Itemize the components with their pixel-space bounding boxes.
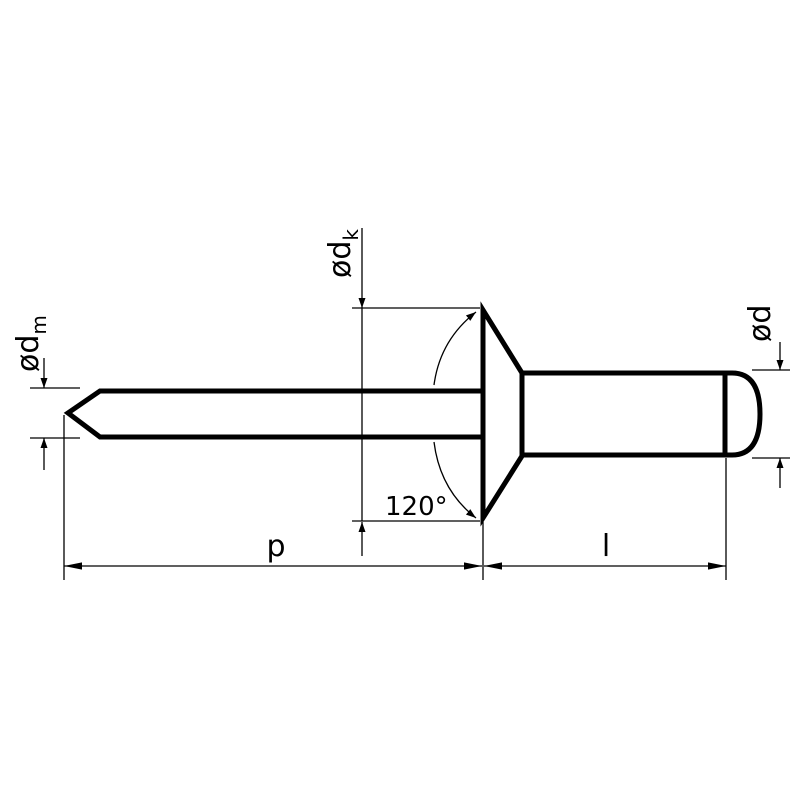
label-dk: ødk	[323, 229, 363, 278]
mandrel	[63, 388, 482, 440]
label-l: l	[602, 529, 610, 564]
head-outline	[480, 301, 525, 527]
label-dk-sub: k	[339, 229, 363, 241]
dimension-lines	[40, 228, 784, 570]
label-dm: ødm	[11, 315, 51, 372]
body-outline	[522, 370, 763, 458]
label-dm-main: ød	[11, 335, 46, 372]
angle-arc-upper	[433, 311, 477, 386]
rivet-head	[480, 301, 525, 527]
angle-arc-lower	[433, 441, 477, 519]
label-d: ød	[743, 305, 778, 342]
label-angle: 120°	[385, 492, 448, 522]
rivet-body	[522, 370, 763, 458]
label-dm-sub: m	[27, 315, 51, 334]
label-dk-main: ød	[323, 241, 358, 278]
extension-lines	[30, 307, 790, 580]
mandrel-outline	[63, 388, 482, 440]
label-p: p	[266, 529, 285, 564]
